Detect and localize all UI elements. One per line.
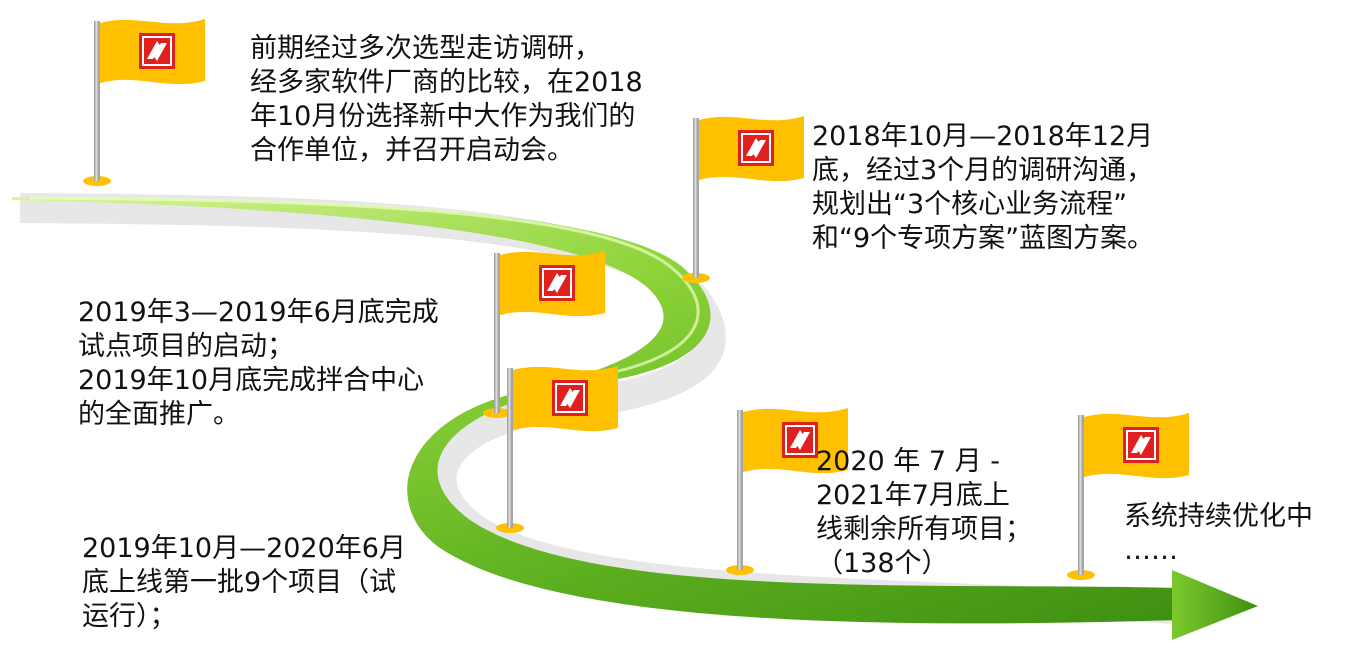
milestone-5-text: 2020 年 7 月 - 2021年7月底上 线剩余所有项目； （138个） [816, 445, 1032, 581]
milestone-1-line-4: 合作单位，并召开启动会。 [250, 135, 574, 166]
milestone-4-line-1: 2019年10月—2020年6月 [82, 533, 406, 564]
road-arrowhead [1172, 570, 1258, 640]
milestone-6-line-2: …… [1124, 535, 1178, 566]
milestone-3-text: 2019年3—2019年6月底完成 试点项目的启动； 2019年10月底完成拌合… [78, 296, 439, 432]
milestone-4-text: 2019年10月—2020年6月 底上线第一批9个项目（试 运行）； [82, 532, 406, 634]
milestone-2-line-2: 底，经过3个月的调研沟通， [812, 155, 1154, 186]
milestone-1-line-3: 年10月份选择新中大作为我们的 [250, 101, 636, 132]
milestone-6-text: 系统持续优化中 …… [1124, 500, 1313, 568]
milestone-4-line-3: 运行）； [82, 601, 177, 632]
milestone-5-line-4: （138个） [816, 548, 949, 579]
milestone-3-line-3: 2019年10月底完成拌合中心 [78, 365, 425, 396]
milestone-1-line-2: 经多家软件厂商的比较，在2018 [250, 67, 643, 98]
milestone-2-line-1: 2018年10月—2018年12月 [812, 121, 1154, 152]
road-highlight [29, 196, 700, 377]
milestone-5-line-2: 2021年7月底上 [816, 480, 1010, 511]
flag-icon-4 [495, 365, 619, 534]
milestone-5-line-3: 线剩余所有项目； [816, 514, 1032, 545]
milestone-1-text: 前期经过多次选型走访调研， 经多家软件厂商的比较，在2018 年10月份选择新中… [250, 32, 643, 168]
milestone-3-line-1: 2019年3—2019年6月底完成 [78, 297, 439, 328]
milestone-5-line-1: 2020 年 7 月 - [816, 446, 1000, 477]
milestone-6-line-1: 系统持续优化中 [1124, 501, 1313, 532]
flag-icon-2 [681, 115, 805, 284]
milestone-1-line-1: 前期经过多次选型走访调研， [250, 33, 601, 64]
milestone-3-line-4: 的全面推广。 [78, 399, 240, 430]
milestone-2-line-3: 规划出“3个核心业务流程” [812, 189, 1128, 220]
milestone-4-line-2: 底上线第一批9个项目（试 [82, 567, 397, 598]
milestone-2-text: 2018年10月—2018年12月 底，经过3个月的调研沟通， 规划出“3个核心… [812, 120, 1154, 256]
milestone-2-line-4: 和“9个专项方案”蓝图方案。 [812, 223, 1155, 254]
flag-icon-1 [82, 18, 206, 187]
milestone-3-line-2: 试点项目的启动； [78, 331, 294, 362]
